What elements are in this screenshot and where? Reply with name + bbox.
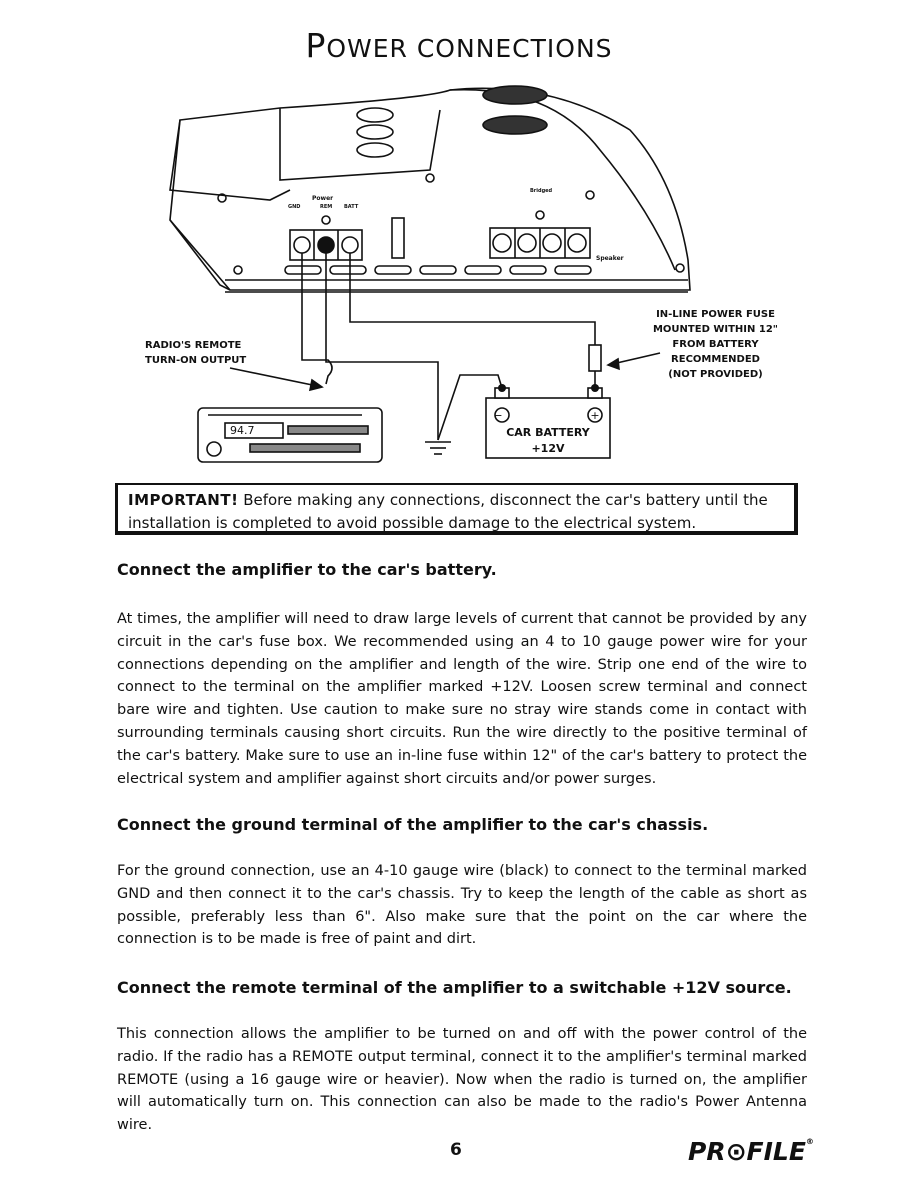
battery-voltage: +12V bbox=[531, 442, 565, 455]
wiring-diagram: Power GND REM BATT Bridged Speaker 94.7 … bbox=[169, 85, 691, 463]
brand-logo: PR⊙FILE® bbox=[688, 1137, 814, 1166]
important-label: IMPORTANT! bbox=[128, 491, 239, 509]
radio-display: 94.7 bbox=[230, 424, 255, 437]
fuse-callout: IN-LINE POWER FUSE MOUNTED WITHIN 12" FR… bbox=[652, 309, 778, 380]
remote-callout: RADIO'S REMOTE TURN-ON OUTPUT bbox=[145, 340, 247, 366]
section-body-battery: At times, the amplifier will need to dra… bbox=[117, 611, 807, 787]
speaker-label: Speaker bbox=[596, 255, 624, 262]
section-heading-remote: Connect the remote terminal of the ampli… bbox=[117, 978, 792, 997]
gnd-label: GND bbox=[288, 204, 300, 210]
important-text: Before making any connections, disconnec… bbox=[128, 491, 768, 532]
ground-wire bbox=[325, 253, 439, 440]
section-body-remote: This connection allows the amplifier to … bbox=[117, 1026, 807, 1134]
section-body-ground: For the ground connection, use an 4-10 g… bbox=[117, 863, 807, 948]
power-label: Power bbox=[312, 195, 333, 202]
page-number: 6 bbox=[450, 1140, 462, 1160]
battery-minus: − bbox=[493, 409, 502, 422]
bridged-label: Bridged bbox=[530, 188, 553, 194]
section-heading-ground: Connect the ground terminal of the ampli… bbox=[117, 815, 709, 834]
battery-plus: + bbox=[590, 409, 599, 422]
section-heading-battery: Connect the amplifier to the car's batte… bbox=[117, 560, 497, 579]
battery-title: CAR BATTERY bbox=[506, 426, 591, 439]
rem-label: REM bbox=[320, 204, 332, 210]
page-title: POWER CONNECTIONS bbox=[305, 26, 613, 65]
power-wire bbox=[349, 253, 596, 345]
remote-wire bbox=[301, 253, 333, 385]
important-notice: IMPORTANT! Before making any connections… bbox=[115, 483, 798, 535]
amplifier-body bbox=[169, 87, 691, 291]
batt-label: BATT bbox=[344, 204, 359, 210]
